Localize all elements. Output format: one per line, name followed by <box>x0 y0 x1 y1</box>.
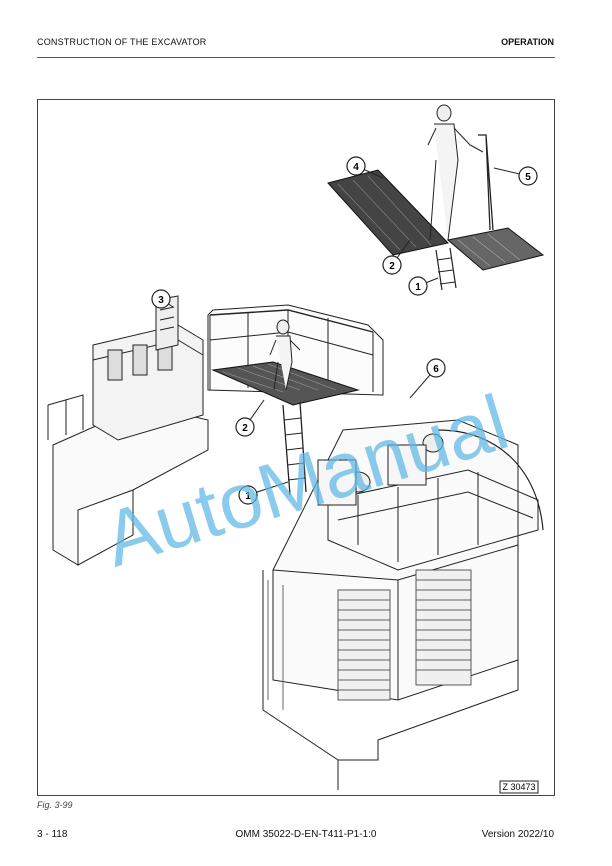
callout-1-inset: 1 <box>408 276 428 296</box>
svg-text:2: 2 <box>389 261 395 272</box>
svg-text:Z 30473: Z 30473 <box>502 782 535 792</box>
callout-2-main: 2 <box>235 417 255 437</box>
svg-text:3: 3 <box>158 295 164 306</box>
technical-illustration: 4 5 2 1 3 6 2 <box>37 99 555 796</box>
header-chapter: OPERATION <box>501 37 554 47</box>
svg-text:5: 5 <box>525 172 531 183</box>
callout-3: 3 <box>151 289 171 309</box>
svg-text:1: 1 <box>415 282 421 293</box>
callout-4: 4 <box>346 156 366 176</box>
callout-2-inset: 2 <box>382 255 402 275</box>
callout-1-main: 1 <box>238 485 258 505</box>
svg-text:2: 2 <box>242 423 248 434</box>
callout-6: 6 <box>426 358 446 378</box>
figure-caption: Fig. 3-99 <box>37 800 73 810</box>
document-version: Version 2022/10 <box>481 829 554 840</box>
header-section-title: CONSTRUCTION OF THE EXCAVATOR <box>37 37 207 47</box>
svg-text:6: 6 <box>433 364 439 375</box>
excavator-platform-drawing: 4 5 2 1 3 6 2 <box>47 104 545 794</box>
svg-text:1: 1 <box>245 491 251 502</box>
svg-text:4: 4 <box>353 162 359 173</box>
page-number: 3 - 118 <box>37 829 68 840</box>
figure-reference-code: Z 30473 <box>499 780 539 794</box>
callout-5: 5 <box>518 166 538 186</box>
callout-group: 4 5 2 1 3 6 2 <box>151 156 538 505</box>
document-id: OMM 35022-D-EN-T411-P1-1:0 <box>235 829 377 840</box>
header-divider <box>37 57 555 58</box>
